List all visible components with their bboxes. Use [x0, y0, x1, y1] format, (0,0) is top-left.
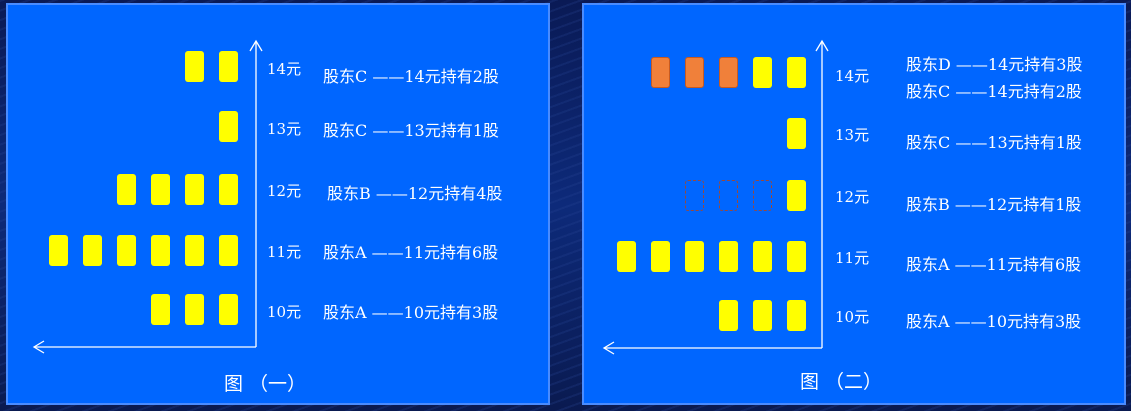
holder-label: 股东A ——11元持有6股 [323, 243, 499, 262]
holder-label: 股东C ——13元持有1股 [906, 133, 1082, 152]
share-block [787, 241, 806, 272]
figure-two-caption: 图 （二） [800, 371, 883, 393]
new-share-block [719, 57, 738, 88]
share-block [117, 235, 136, 266]
share-block [753, 57, 772, 88]
x-axis-arrow [602, 341, 615, 355]
share-block [185, 51, 204, 82]
price-label: 14元 [267, 60, 302, 78]
sold-share-placeholder [753, 180, 772, 211]
share-block [83, 235, 102, 266]
holder-label: 股东B ——12元持有4股 [327, 184, 503, 203]
x-axis-arrow [32, 340, 45, 354]
share-block [151, 174, 170, 205]
share-block [787, 300, 806, 331]
share-block [685, 241, 704, 272]
price-label: 12元 [835, 188, 870, 206]
price-label: 12元 [267, 182, 302, 200]
share-block [185, 235, 204, 266]
share-block [151, 235, 170, 266]
y-axis-arrow [815, 39, 829, 52]
share-block [219, 174, 238, 205]
holder-label: 股东C ——13元持有1股 [323, 121, 499, 140]
price-label: 14元 [835, 67, 870, 85]
share-block [219, 235, 238, 266]
share-block [719, 241, 738, 272]
share-block [651, 241, 670, 272]
holder-label: 股东C ——14元持有2股 [906, 82, 1082, 101]
holder-label: 股东C ——14元持有2股 [323, 67, 499, 86]
holder-label: 股东A ——10元持有3股 [323, 303, 499, 322]
share-block [719, 300, 738, 331]
sold-share-placeholder [685, 180, 704, 211]
holder-label: 股东A ——10元持有3股 [906, 312, 1082, 331]
figure-one-panel: 14元 13元 12元 11元 10元 股东C ——14元持有2股 股东C ——… [6, 3, 550, 405]
share-block [787, 57, 806, 88]
price-label: 13元 [835, 126, 870, 144]
price-label: 11元 [267, 243, 302, 261]
price-label: 10元 [267, 303, 302, 321]
share-block [185, 294, 204, 325]
holder-label: 股东D ——14元持有3股 [906, 55, 1083, 74]
holder-label: 股东A ——11元持有6股 [906, 255, 1082, 274]
share-block [219, 51, 238, 82]
share-block [49, 235, 68, 266]
sold-share-placeholder [719, 180, 738, 211]
share-block [219, 294, 238, 325]
share-block [117, 174, 136, 205]
share-block [219, 111, 238, 142]
share-block [151, 294, 170, 325]
price-label: 10元 [835, 308, 870, 326]
figure-one-caption: 图 （一） [224, 373, 307, 395]
share-block [185, 174, 204, 205]
figure-one-axes [32, 39, 263, 354]
share-block [787, 118, 806, 149]
price-label: 13元 [267, 120, 302, 138]
share-block [753, 300, 772, 331]
y-axis-arrow [249, 39, 263, 52]
new-share-block [651, 57, 670, 88]
figure-two-axes [602, 39, 829, 355]
price-label: 11元 [835, 249, 870, 267]
share-block [617, 241, 636, 272]
share-block [753, 241, 772, 272]
new-share-block [685, 57, 704, 88]
figure-two-panel: 14元 13元 12元 11元 10元 股东D ——14元持有3股 股东C ——… [582, 3, 1126, 405]
share-block [787, 180, 806, 211]
holder-label: 股东B ——12元持有1股 [906, 195, 1082, 214]
